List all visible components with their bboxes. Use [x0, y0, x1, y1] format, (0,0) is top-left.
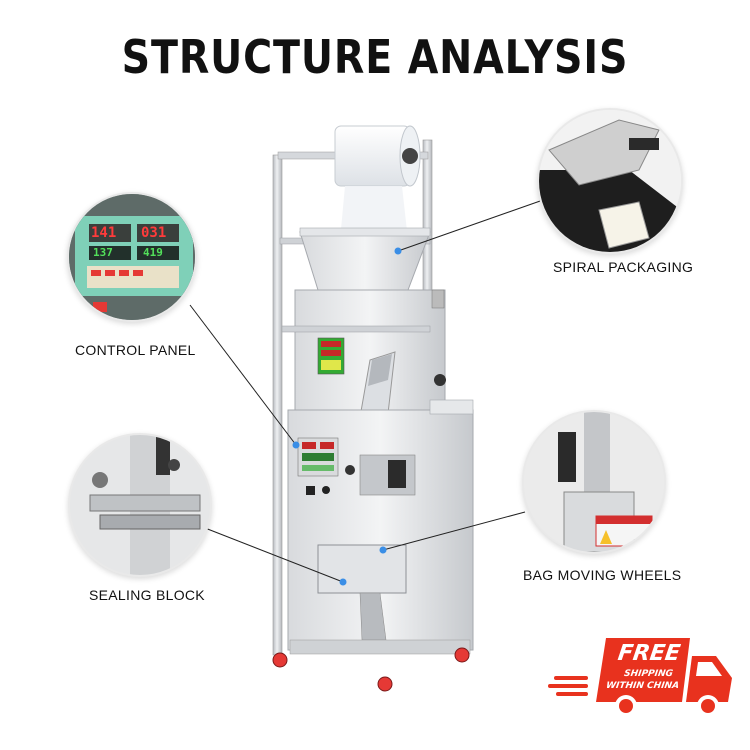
truck-cargo: [596, 638, 690, 702]
label-sealing-block: SEALING BLOCK: [89, 587, 205, 603]
spiral-packaging-detail: [537, 108, 683, 254]
frame-left-post: [272, 154, 283, 656]
label-spiral-packaging: SPIRAL PACKAGING: [553, 259, 694, 275]
connector-control: [189, 304, 297, 446]
film-web: [340, 186, 408, 240]
free-shipping-badge: FREE SHIPPING WITHIN CHINA: [548, 632, 738, 722]
castor-wheel: [272, 652, 288, 668]
sealing-block-detail: [68, 433, 212, 577]
page-title: STRUCTURE ANALYSIS: [121, 30, 629, 84]
collection-tray: [317, 544, 407, 594]
bag-moving-wheels-detail: [522, 410, 666, 554]
badge-headline: FREE: [616, 641, 682, 666]
connector-wheels: [382, 511, 526, 551]
display-top-right: 031: [141, 225, 167, 241]
display-bottom-right: 419: [143, 246, 163, 259]
badge-line-1: SHIPPING: [623, 669, 674, 679]
label-bag-moving-wheels: BAG MOVING WHEELS: [523, 567, 682, 583]
label-control-panel: CONTROL PANEL: [75, 342, 196, 358]
hopper: [299, 231, 431, 291]
display-top-left: 141: [91, 225, 117, 241]
film-roll: [334, 125, 411, 187]
badge-line-2: WITHIN CHINA: [605, 681, 680, 691]
pointer-dot: [394, 247, 402, 255]
connector-sealing: [204, 527, 344, 583]
control-panel-detail: 141 031 137 419: [67, 192, 197, 322]
guide-bar-2: [281, 325, 431, 333]
connector-spiral: [397, 199, 544, 252]
display-bottom-left: 137: [93, 246, 113, 259]
